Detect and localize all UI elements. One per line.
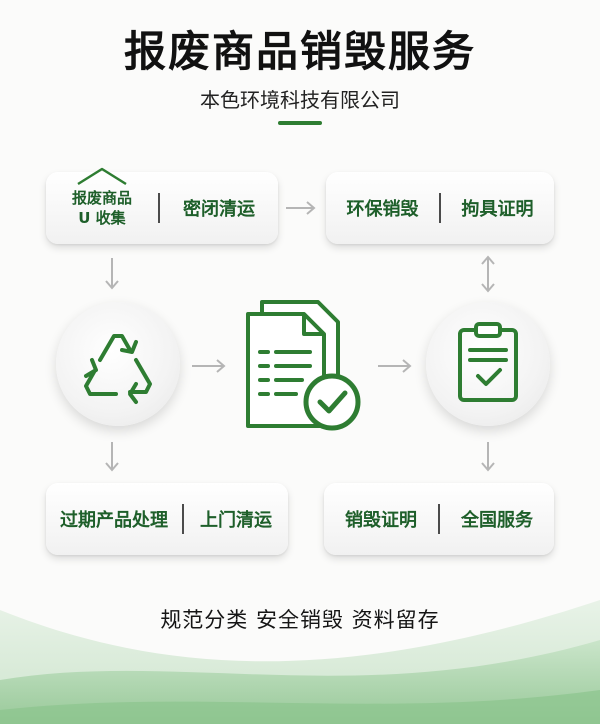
collect-line1: 报废商品 xyxy=(71,189,132,207)
collect-transport-label: 密闭清运 xyxy=(183,199,255,220)
collect-stack: 报废商品 U 收集 xyxy=(71,167,132,228)
destroy-label: 环保销毁 xyxy=(346,199,419,220)
recycle-circle xyxy=(56,302,180,426)
step-card-certificate: 销毁证明 全国服务 xyxy=(324,483,554,555)
arrow-down-left-bottom xyxy=(105,442,119,472)
expired-label: 过期产品处理 xyxy=(60,510,168,531)
pickup-label: 上门清运 xyxy=(200,510,272,531)
card-divider xyxy=(158,193,160,223)
title-underline xyxy=(278,121,322,125)
recycle-icon xyxy=(84,334,152,404)
clipboard-circle xyxy=(426,302,550,426)
arrow-down-left-top xyxy=(105,258,119,290)
card-divider xyxy=(182,504,184,534)
arrow-right-mid-right xyxy=(378,359,412,373)
card-divider xyxy=(439,193,441,223)
step-card-destroy: 环保销毁 拘具证明 xyxy=(326,172,554,244)
arrow-updown-right xyxy=(481,255,495,293)
nationwide-label: 全国服务 xyxy=(461,510,533,531)
step-card-expired: 过期产品处理 上门清运 xyxy=(46,483,288,555)
arrow-right-top xyxy=(286,201,316,215)
certificate-label: 销毁证明 xyxy=(345,510,417,531)
house-roof-icon xyxy=(77,167,127,186)
collect-cell: 报废商品 U 收集 xyxy=(46,167,158,244)
clipboard-check-icon xyxy=(458,322,518,402)
decorative-wave xyxy=(0,600,600,724)
arrow-down-right-bottom xyxy=(481,442,495,472)
company-name: 本色环境科技有限公司 xyxy=(200,88,400,112)
proof-label: 拘具证明 xyxy=(461,199,534,220)
collect-line2: U 收集 xyxy=(78,209,126,227)
card-divider xyxy=(438,504,440,534)
tagline: 规范分类 安全销毁 资料留存 xyxy=(160,608,440,632)
document-check-icon xyxy=(246,300,361,431)
arrow-right-mid-left xyxy=(192,359,226,373)
page-title: 报废商品销毁服务 xyxy=(123,27,476,76)
step-card-collect: 报废商品 U 收集 密闭清运 xyxy=(46,167,278,244)
